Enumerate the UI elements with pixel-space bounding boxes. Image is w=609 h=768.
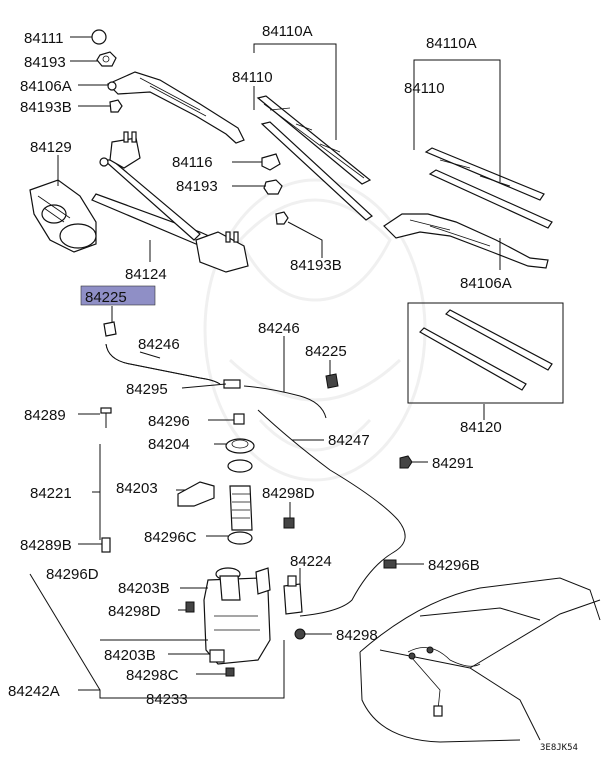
label-84106a-left[interactable]: 84106A	[20, 78, 72, 95]
label-84298c[interactable]: 84298C	[126, 667, 179, 684]
label-84295[interactable]: 84295	[126, 381, 168, 398]
label-84298d-right[interactable]: 84298D	[262, 485, 315, 502]
label-84110-2[interactable]: 84110	[404, 80, 445, 97]
nozzle-84225-left	[103, 321, 117, 337]
bracket-84203b-lower	[209, 649, 225, 663]
nozzle-84225-right	[325, 373, 339, 389]
leader-lines	[29, 36, 501, 699]
label-84111[interactable]: 84111	[24, 30, 64, 47]
wiper-blade-left	[256, 95, 373, 221]
hose-84247	[257, 409, 406, 617]
label-84246-left[interactable]: 84246	[138, 336, 180, 353]
label-84242a[interactable]: 84242A	[8, 683, 60, 700]
label-84193-top[interactable]: 84193	[24, 54, 66, 71]
label-84247[interactable]: 84247	[328, 432, 370, 449]
label-84203b-lower[interactable]: 84203B	[104, 647, 156, 664]
nut-84193-center	[263, 179, 283, 195]
bracket-84203	[177, 481, 215, 507]
wiper-motor	[29, 179, 97, 253]
label-84193b-center[interactable]: 84193B	[290, 257, 342, 274]
wiper-blade-right	[424, 147, 553, 229]
label-84246-right[interactable]: 84246	[258, 320, 300, 337]
nut-84193b-center	[275, 211, 289, 225]
label-84106a-right[interactable]: 84106A	[460, 275, 512, 292]
label-84296b[interactable]: 84296B	[428, 557, 480, 574]
label-84296[interactable]: 84296	[148, 413, 190, 430]
label-84291[interactable]: 84291	[432, 455, 474, 472]
nut-84193b-left	[109, 99, 123, 113]
label-84110a-1[interactable]: 84110A	[262, 23, 313, 40]
joint-84295	[223, 379, 241, 389]
nut-84193	[96, 51, 117, 67]
screw-84289	[100, 407, 112, 428]
blade-refill-box	[407, 302, 564, 404]
wiper-arm-left	[106, 71, 245, 144]
label-84221[interactable]: 84221	[30, 485, 72, 502]
label-84298d-left[interactable]: 84298D	[108, 603, 161, 620]
clip-84116	[261, 153, 281, 171]
label-84120[interactable]: 84120	[460, 419, 502, 436]
diagram-code: 3E8JK54	[540, 743, 578, 753]
label-84116[interactable]: 84116	[172, 154, 213, 171]
label-84129[interactable]: 84129	[30, 139, 72, 156]
label-84193-center[interactable]: 84193	[176, 178, 218, 195]
label-84110-1[interactable]: 84110	[232, 69, 273, 86]
label-84203[interactable]: 84203	[116, 480, 158, 497]
hose-84246-right	[243, 385, 327, 419]
label-84289b[interactable]: 84289B	[20, 537, 72, 554]
grommet-84298d-left	[185, 601, 195, 613]
label-84296d[interactable]: 84296D	[46, 566, 99, 583]
grommet-84298c	[225, 667, 235, 677]
label-84298[interactable]: 84298	[336, 627, 378, 644]
vehicle-outline	[359, 577, 601, 743]
label-84225-right[interactable]: 84225	[305, 343, 347, 360]
wiper-linkage	[91, 131, 249, 273]
clip-84296	[233, 413, 245, 425]
cap-84111	[91, 29, 107, 45]
cap-84204	[225, 438, 255, 454]
grommet-84298d-right	[283, 517, 295, 529]
screw-84289b	[101, 537, 111, 553]
nut-84291	[399, 455, 413, 469]
filler-neck	[227, 459, 253, 545]
label-84225-highlighted[interactable]: 84225	[85, 289, 127, 306]
highlight-box	[80, 285, 156, 306]
grommet-84298	[294, 628, 306, 640]
label-84124[interactable]: 84124	[125, 266, 167, 283]
label-84193b-left[interactable]: 84193B	[20, 99, 72, 116]
label-84204[interactable]: 84204	[148, 436, 190, 453]
label-84203b-upper[interactable]: 84203B	[118, 580, 170, 597]
label-84233[interactable]: 84233	[146, 691, 188, 708]
clip-84296b	[383, 559, 397, 569]
wiper-arm-right	[383, 213, 549, 269]
label-84289[interactable]: 84289	[24, 407, 66, 424]
washer-reservoir	[203, 567, 271, 665]
label-84224[interactable]: 84224	[290, 553, 332, 570]
label-84296c[interactable]: 84296C	[144, 529, 197, 546]
washer-pump-84224	[283, 575, 303, 615]
label-84110a-2[interactable]: 84110A	[426, 35, 477, 52]
